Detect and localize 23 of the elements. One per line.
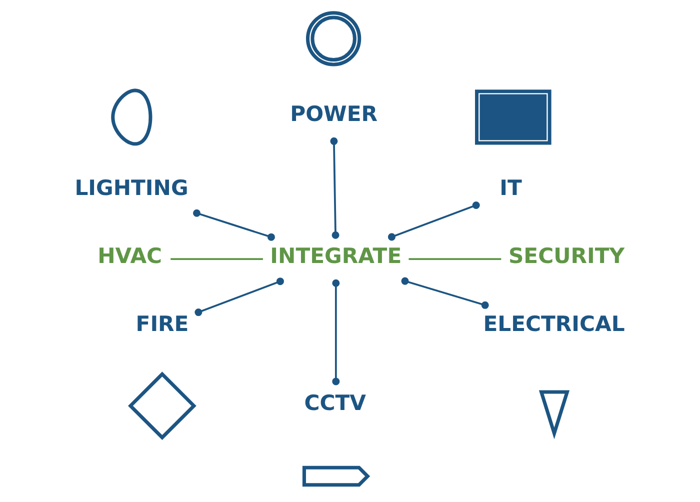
node-text: CCTV [304,390,366,415]
node-picture [538,390,570,440]
node-text: LIGHTING [74,174,188,200]
node-picture [306,11,362,66]
connector [388,201,480,241]
connector [170,258,263,260]
node-text: INTEGRATE [270,243,402,268]
node-text: POWER [290,101,378,126]
node-text: FIRE [136,311,189,336]
connector [332,279,340,386]
node-picture [111,88,152,146]
node-text: HVAC [98,243,162,268]
connector [330,137,340,239]
connector [193,209,275,241]
node-text: IT [500,174,522,200]
connector [401,277,489,309]
node-picture [302,466,370,487]
node-picture [475,90,552,145]
connector [408,258,502,260]
node-text: SECURITY [508,243,625,268]
connector [194,278,284,316]
node-text: ELECTRICAL [483,311,625,336]
node-picture [128,372,196,440]
